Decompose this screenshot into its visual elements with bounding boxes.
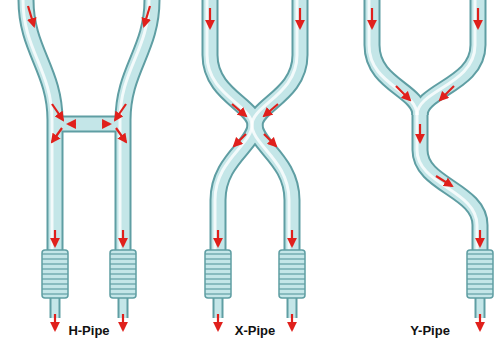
flow-arrow <box>28 6 480 330</box>
pipe-label: X-Pipe <box>235 323 275 338</box>
muffler <box>42 250 493 298</box>
pipe-highlight <box>23 0 477 252</box>
pipe-body <box>26 0 480 318</box>
pipe-outline <box>26 0 480 318</box>
pipe-label: Y-Pipe <box>410 323 450 338</box>
pipe-label: H-Pipe <box>68 323 109 338</box>
